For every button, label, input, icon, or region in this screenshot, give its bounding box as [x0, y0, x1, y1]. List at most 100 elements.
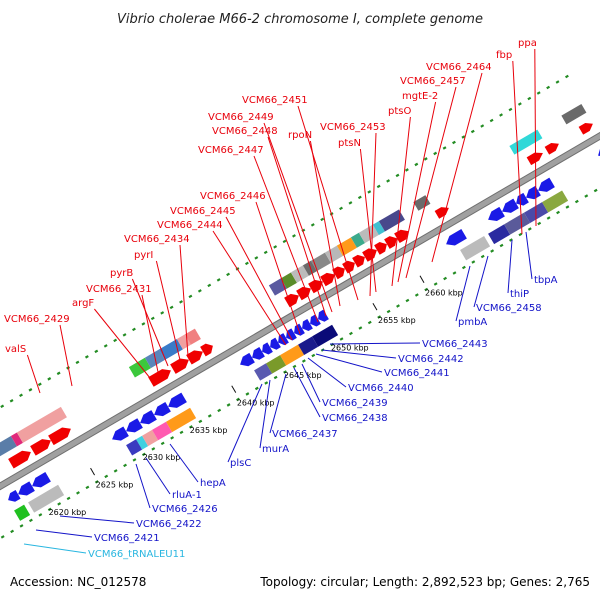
- guide-dot-lower: [207, 414, 212, 418]
- rev-leader-line: [307, 357, 347, 388]
- forward-gene-label: VCM66_2444: [157, 220, 223, 231]
- forward-category-block: [302, 260, 317, 276]
- reverse-cds-arrow: [154, 401, 171, 417]
- forward-gene-label: VCM66_2431: [86, 284, 152, 295]
- reverse-category-block: [542, 190, 569, 213]
- fwd-leader-line: [59, 324, 73, 387]
- guide-dot-lower: [556, 210, 560, 215]
- rev-leader-line: [169, 443, 199, 483]
- guide-dot-lower: [377, 315, 382, 319]
- fwd-leader-line: [534, 48, 537, 227]
- guide-dot-upper: [132, 327, 136, 332]
- fwd-leader-line: [212, 230, 287, 346]
- guide-dot-upper: [555, 80, 560, 84]
- forward-category-block: [0, 435, 17, 460]
- rev-leader-line: [227, 383, 263, 463]
- forward-category-block: [358, 224, 379, 244]
- reverse-gene-label: VCM66_2439: [322, 398, 388, 409]
- guide-dot-lower: [47, 507, 52, 512]
- forward-gene-label: VCM66_2434: [124, 234, 190, 245]
- guide-dot-upper: [188, 294, 193, 299]
- guide-dot-lower: [405, 298, 410, 303]
- forward-gene-label: ppa: [518, 38, 537, 49]
- fwd-leader-line: [255, 201, 301, 335]
- guide-dot-upper: [320, 217, 325, 222]
- guide-dot-lower: [113, 469, 118, 473]
- forward-category-block: [128, 357, 151, 378]
- forward-cds-arrow: [434, 207, 449, 219]
- reverse-cds-arrow: [8, 489, 21, 502]
- guide-dot-lower: [76, 491, 80, 495]
- guide-dot-lower: [66, 496, 71, 501]
- guide-dot-upper: [395, 173, 400, 178]
- guide-dot-upper: [197, 289, 202, 293]
- guide-dot-upper: [263, 250, 268, 255]
- guide-dot-lower: [443, 276, 448, 281]
- rev-leader-line: [507, 239, 513, 294]
- reverse-cds-arrow: [446, 229, 467, 246]
- guide-dot-lower: [339, 337, 344, 341]
- tick-label: 2645 kbp: [284, 371, 322, 380]
- forward-gene-label: VCM66_2449: [208, 112, 274, 123]
- guide-dot-lower: [85, 485, 90, 490]
- reverse-gene-label: plsC: [230, 458, 251, 469]
- guide-dot-upper: [442, 146, 447, 150]
- guide-dot-upper: [310, 223, 315, 227]
- forward-gene-label: rpoN: [288, 130, 312, 141]
- guide-dot-upper: [47, 377, 52, 381]
- reverse-gene-label: VCM66_2421: [94, 533, 160, 544]
- fwd-leader-line: [26, 354, 41, 394]
- reverse-gene-label: VCM66_2422: [136, 519, 202, 530]
- reverse-category-block: [312, 324, 339, 347]
- forward-category-block: [158, 339, 183, 360]
- forward-gene-label: VCM66_2457: [400, 76, 466, 87]
- forward-gene-label: mgtE-2: [402, 91, 438, 102]
- forward-cds-arrow: [342, 260, 355, 274]
- forward-category-block: [280, 272, 297, 289]
- forward-category-block: [372, 221, 385, 235]
- fwd-leader-line: [155, 260, 181, 361]
- forward-gene-label: VCM66_2453: [320, 122, 386, 133]
- guide-dot-lower: [574, 199, 579, 204]
- reverse-cds-arrow: [488, 206, 505, 222]
- guide-dot-lower: [94, 480, 99, 484]
- reverse-cds-arrow: [32, 472, 51, 488]
- guide-dot-lower: [217, 408, 222, 413]
- guide-dot-lower: [527, 227, 532, 231]
- forward-cds-arrow: [30, 439, 51, 456]
- guide-dot-lower: [358, 326, 363, 330]
- guide-dot-upper: [489, 118, 494, 123]
- tick-mark: [231, 385, 237, 393]
- fwd-leader-line: [431, 72, 483, 263]
- fwd-leader-line: [397, 101, 437, 283]
- guide-dot-lower: [38, 513, 43, 517]
- guide-dot-lower: [132, 458, 137, 462]
- forward-cds-arrow: [320, 272, 335, 287]
- tick-mark: [419, 275, 425, 283]
- reverse-cds-arrow: [126, 418, 143, 433]
- reverse-cds-arrow: [318, 309, 329, 322]
- guide-dot-upper: [169, 305, 174, 310]
- guide-dot-lower: [414, 293, 419, 297]
- tick-label: 2620 kbp: [49, 508, 87, 517]
- forward-cds-arrow: [296, 286, 311, 301]
- forward-category-block: [16, 406, 67, 443]
- forward-cds-arrow: [384, 236, 397, 249]
- guide-dot-lower: [104, 474, 109, 479]
- reverse-cds-arrow: [286, 328, 297, 341]
- guide-dot-upper: [414, 162, 419, 167]
- guide-dot-lower: [0, 535, 5, 539]
- guide-dot-lower: [179, 430, 184, 435]
- reverse-cds-arrow: [516, 192, 529, 206]
- guide-dot-upper: [56, 371, 61, 376]
- forward-cds-arrow: [308, 279, 323, 294]
- forward-gene-label: VCM66_2429: [4, 314, 70, 325]
- guide-dot-lower: [424, 287, 429, 292]
- guide-dot-lower: [349, 331, 353, 336]
- forward-gene-label: VCM66_2464: [426, 62, 492, 73]
- forward-gene-label: fbp: [496, 50, 512, 61]
- tick-label: 2660 kbp: [425, 288, 463, 297]
- reverse-cds-arrow: [140, 410, 157, 425]
- rev-leader-line: [293, 367, 321, 418]
